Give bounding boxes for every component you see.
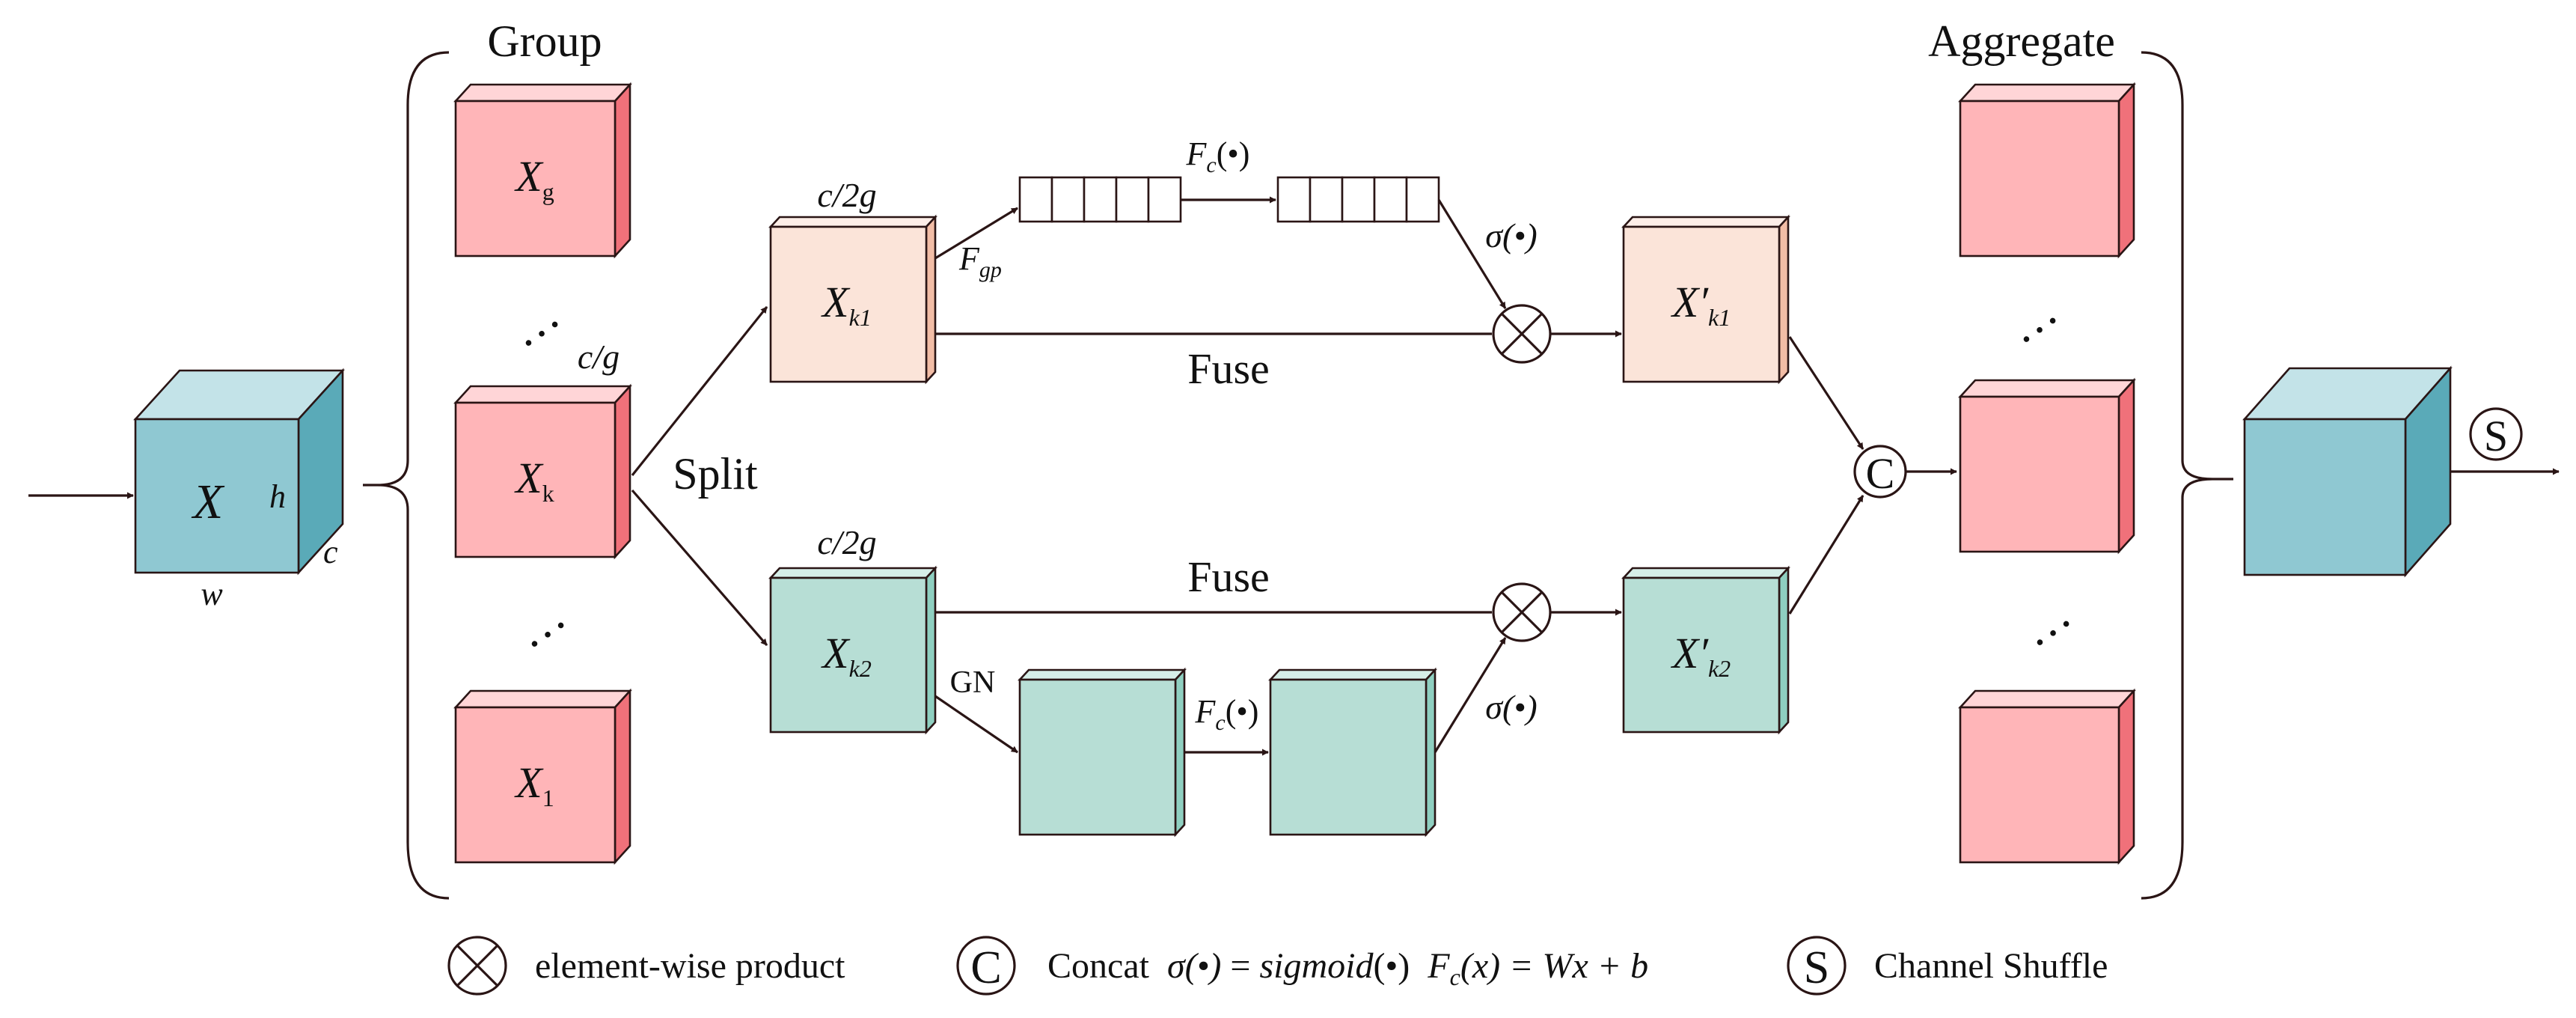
channel-vector-transformed <box>1276 176 1440 223</box>
svg-text:S: S <box>2484 412 2508 460</box>
branch-top-label: Xk1 <box>821 278 872 331</box>
svg-text:C: C <box>970 942 1001 993</box>
fuse-bottom-label: Fuse <box>1187 552 1270 601</box>
legend-concat-icon: C <box>956 936 1016 996</box>
gn-arrow <box>934 695 1018 754</box>
fuse-top-label: Fuse <box>1187 344 1270 393</box>
group-cube-k: Xk <box>453 383 632 560</box>
group-bracket <box>363 51 450 900</box>
channel-vector-pooled <box>1018 176 1182 223</box>
input-label: X <box>191 475 225 529</box>
sigma-top-label: σ(•) <box>1485 216 1537 254</box>
gn-label: GN <box>950 665 996 700</box>
group-cube-k-label: Xk <box>514 454 554 507</box>
product-bottom-icon <box>1492 582 1552 642</box>
fc-top-label: Fc(•) <box>1186 135 1250 177</box>
sigma-bottom-arrow <box>1434 637 1507 753</box>
input-h-label: h <box>269 478 286 515</box>
aggregate-ellipsis-bottom: … <box>2010 586 2080 657</box>
sigma-bottom-label: σ(•) <box>1485 688 1537 726</box>
fc-transformed-cube <box>1268 667 1437 838</box>
group-title: Group <box>487 16 602 66</box>
branch-bottom-cube: Xk2 <box>768 565 937 735</box>
gn-normalized-cube <box>1018 667 1187 838</box>
legend-shuffle-text: Channel Shuffle <box>1874 946 2108 986</box>
concat-icon: C <box>1853 445 1907 499</box>
concat-in-bottom <box>1788 495 1864 615</box>
group-ellipsis-bottom: … <box>505 588 575 659</box>
legend-product-text: element-wise product <box>535 946 845 986</box>
group-ellipsis-top: … <box>499 287 569 358</box>
concat-in-top <box>1788 336 1864 450</box>
shuffle-icon: S <box>2469 407 2523 461</box>
group-cube-1-label: X1 <box>514 758 554 811</box>
cg-label: c/g <box>578 338 619 376</box>
branch-top-cube: Xk1 <box>768 214 937 385</box>
aggregate-cube-bottom <box>1958 688 2136 865</box>
svg-text:S: S <box>1804 942 1829 993</box>
fgp-label: Fgp <box>958 240 1002 282</box>
c2g-top-label: c/2g <box>817 176 876 214</box>
aggregate-cube-top <box>1958 82 2136 259</box>
split-arrow-bottom <box>631 489 768 647</box>
branch-bottom-label: Xk2 <box>821 629 872 682</box>
branch-bottom-out-cube: X′k2 <box>1621 565 1790 735</box>
input-c-label: c <box>323 534 338 570</box>
branch-top-out-cube: X′k1 <box>1621 214 1790 385</box>
sigma-top-arrow <box>1437 199 1507 309</box>
split-arrow-top <box>631 306 768 476</box>
group-cube-g-label: Xg <box>514 152 554 205</box>
svg-text:C: C <box>1866 449 1895 498</box>
output-tensor-cube <box>2242 365 2453 578</box>
legend-product-icon <box>447 936 507 996</box>
branch-top-out-label: X′k1 <box>1671 278 1731 331</box>
input-tensor-cube: X h w c <box>133 368 345 612</box>
group-cube-1: X1 <box>453 688 632 865</box>
c2g-bottom-label: c/2g <box>817 523 876 561</box>
aggregate-bracket <box>2141 51 2233 900</box>
legend-shuffle-icon: S <box>1787 936 1847 996</box>
aggregate-ellipsis-top: … <box>1997 283 2066 354</box>
product-top-icon <box>1492 304 1552 364</box>
group-cube-g: Xg <box>453 82 632 259</box>
input-w-label: w <box>201 576 223 612</box>
split-label: Split <box>673 449 758 499</box>
fgp-arrow <box>934 207 1018 260</box>
branch-bottom-out-label: X′k2 <box>1671 629 1731 682</box>
aggregate-title: Aggregate <box>1928 16 2115 66</box>
aggregate-cube-middle <box>1958 377 2136 555</box>
fc-bottom-label: Fc(•) <box>1195 693 1259 735</box>
